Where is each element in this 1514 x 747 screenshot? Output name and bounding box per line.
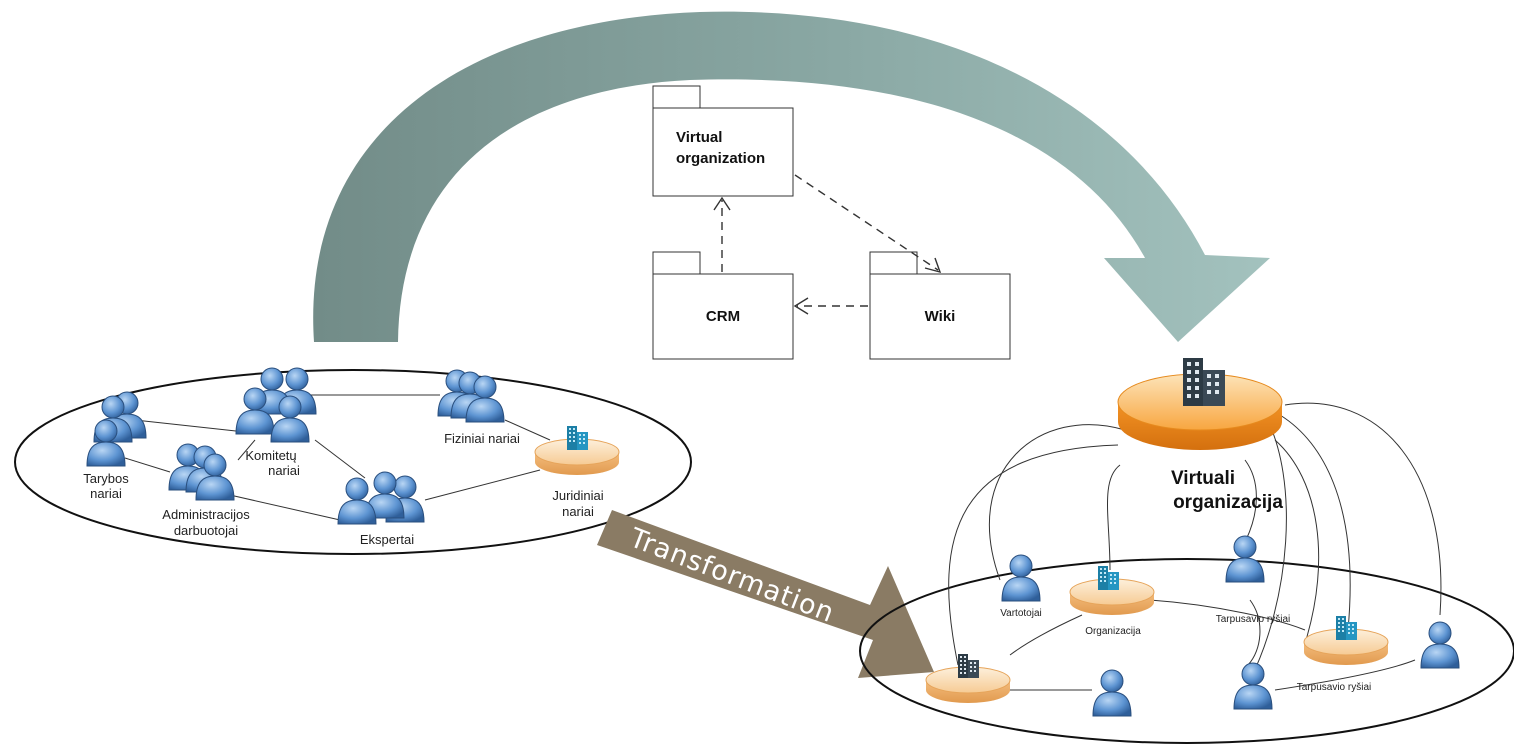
building-icon (1183, 358, 1225, 406)
uml-package-crm: CRM (652, 251, 794, 360)
label-komitetu-2: nariai (268, 463, 300, 478)
uml-dependencies (721, 174, 939, 307)
transformation-arrow-icon: Transformation (597, 510, 934, 678)
person-icon (1001, 554, 1041, 602)
building-icon (567, 426, 588, 450)
label-organizacija: Organizacija (1085, 626, 1141, 637)
org-disc-juridiniai (534, 426, 620, 476)
label-tarybos-1: Tarybos (83, 471, 129, 486)
person-group-icon (168, 443, 235, 501)
uml-package-virtual-organization: Virtual organization (652, 85, 794, 197)
label-vartotojai: Vartotojai (1000, 608, 1042, 619)
label-fiziniai: Fiziniai nariai (444, 431, 520, 446)
uml-virtual-org-line1: Virtual (676, 129, 722, 146)
label-ekspertai: Ekspertai (360, 532, 414, 547)
uml-arrowheads (713, 196, 942, 315)
org-disc-organizacija (1069, 566, 1155, 616)
right-group: Virtuali organizacija Vartotojai Tarpusa… (859, 358, 1514, 744)
org-disc-right (1303, 616, 1389, 666)
label-tarpusavio-2: Tarpusavio ryšiai (1297, 682, 1371, 693)
person-icon (1233, 662, 1273, 710)
person-group-icon (235, 367, 317, 443)
right-links (948, 402, 1442, 691)
curved-arrow-icon (313, 11, 1271, 342)
uml-crm-label: CRM (706, 308, 740, 325)
uml-package-wiki: Wiki (869, 251, 1011, 360)
person-icon (1092, 669, 1132, 717)
label-tarybos-2: nariai (90, 486, 122, 501)
label-tarpusavio-1: Tarpusavio ryšiai (1216, 614, 1290, 625)
label-juridiniai-1: Juridiniai (552, 488, 603, 503)
building-icon (1098, 566, 1119, 590)
label-administracijos-1: Administracijos (162, 507, 250, 522)
building-icon (958, 654, 979, 678)
left-group: Tarybos nariai Komitetų nariai Fiziniai … (14, 367, 692, 555)
building-icon (1336, 616, 1357, 640)
label-komitetu-1: Komitetų (245, 448, 296, 463)
transformation-label: Transformation (625, 522, 839, 629)
uml-virtual-org-line2: organization (676, 150, 765, 167)
label-juridiniai-2: nariai (562, 504, 594, 519)
uml-wiki-label: Wiki (925, 308, 956, 325)
person-group-icon (337, 471, 425, 525)
person-icon (1420, 621, 1460, 669)
org-disc-bottom-left (925, 654, 1011, 704)
label-administracijos-2: darbuotojai (174, 523, 238, 538)
title-virtuali: Virtuali (1171, 468, 1235, 489)
org-disc-virtuali-organizacija (1117, 358, 1283, 450)
title-organizacija: organizacija (1173, 492, 1283, 513)
left-links (124, 394, 551, 521)
